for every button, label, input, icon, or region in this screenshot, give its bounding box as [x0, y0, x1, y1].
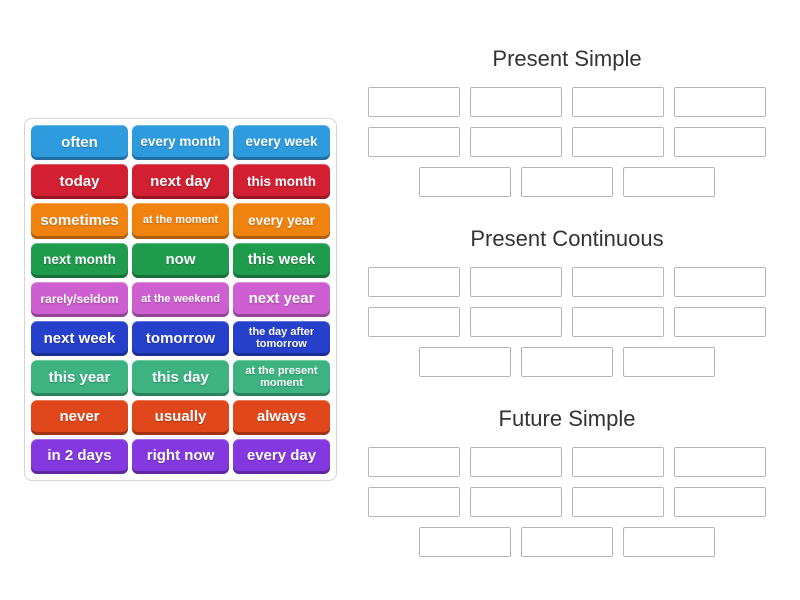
answer-slot[interactable]	[419, 167, 511, 197]
word-tile[interactable]: right now	[132, 438, 229, 474]
word-tile[interactable]: now	[132, 242, 229, 278]
word-tile[interactable]: at the weekend	[132, 281, 229, 318]
answer-slot[interactable]	[470, 447, 562, 477]
word-tile[interactable]: usually	[132, 399, 229, 435]
answer-slot[interactable]	[368, 87, 460, 117]
slot-row	[368, 127, 766, 157]
word-tile[interactable]: the day after tomorrow	[233, 321, 330, 357]
answer-slot[interactable]	[572, 307, 664, 337]
answer-slot[interactable]	[572, 447, 664, 477]
word-tile[interactable]: today	[31, 164, 128, 200]
answer-slot[interactable]	[521, 167, 613, 197]
group-title: Present Simple	[492, 46, 642, 71]
answer-slot[interactable]	[368, 487, 460, 517]
answer-slot[interactable]	[470, 267, 562, 297]
group-future-simple: Future Simple	[368, 404, 766, 557]
slot-row	[368, 527, 766, 557]
word-tile[interactable]: every week	[233, 125, 330, 161]
answer-slot[interactable]	[674, 127, 766, 157]
word-tile[interactable]: next year	[233, 281, 330, 318]
word-tile[interactable]: this year	[31, 360, 128, 396]
answer-slot[interactable]	[521, 347, 613, 377]
answer-slot[interactable]	[674, 487, 766, 517]
slot-row	[368, 307, 766, 337]
answer-slot[interactable]	[572, 487, 664, 517]
answer-slot[interactable]	[419, 527, 511, 557]
answer-slot[interactable]	[470, 87, 562, 117]
word-tile[interactable]: never	[31, 399, 128, 435]
answer-slot[interactable]	[674, 447, 766, 477]
group-present-continuous: Present Continuous	[368, 224, 766, 377]
word-tile[interactable]: this day	[132, 360, 229, 396]
word-tile[interactable]: next month	[31, 242, 128, 278]
word-tile[interactable]: sometimes	[31, 203, 128, 239]
slot-row	[368, 267, 766, 297]
answer-slot[interactable]	[470, 487, 562, 517]
word-tile[interactable]: rarely/seldom	[31, 281, 128, 318]
word-tile[interactable]: often	[31, 125, 128, 161]
word-tile[interactable]: every year	[233, 203, 330, 239]
answer-slot[interactable]	[674, 307, 766, 337]
slot-row	[368, 487, 766, 517]
word-tile[interactable]: in 2 days	[31, 438, 128, 474]
word-tile[interactable]: next week	[31, 321, 128, 357]
slot-row	[368, 87, 766, 117]
word-tile[interactable]: always	[233, 399, 330, 435]
word-tile[interactable]: this week	[233, 242, 330, 278]
group-title: Present Continuous	[470, 226, 664, 251]
word-tile[interactable]: at the moment	[132, 203, 229, 239]
answer-slot[interactable]	[368, 447, 460, 477]
answer-slot[interactable]	[470, 127, 562, 157]
answer-slot[interactable]	[623, 167, 715, 197]
answer-slot[interactable]	[674, 267, 766, 297]
slot-row	[368, 347, 766, 377]
group-present-simple: Present Simple	[368, 44, 766, 197]
word-tile[interactable]: at the present moment	[233, 360, 330, 396]
answer-slot[interactable]	[368, 307, 460, 337]
answer-slot[interactable]	[521, 527, 613, 557]
word-tile[interactable]: next day	[132, 164, 229, 200]
answer-slot[interactable]	[368, 127, 460, 157]
answer-slot[interactable]	[674, 87, 766, 117]
slot-row	[368, 167, 766, 197]
answer-slot[interactable]	[623, 347, 715, 377]
answer-slot[interactable]	[572, 267, 664, 297]
word-tile[interactable]: tomorrow	[132, 321, 229, 357]
word-tile[interactable]: this month	[233, 164, 330, 200]
word-tile[interactable]: every month	[132, 125, 229, 161]
answer-slot[interactable]	[470, 307, 562, 337]
slot-row	[368, 447, 766, 477]
answer-slot[interactable]	[572, 87, 664, 117]
word-tile[interactable]: every day	[233, 438, 330, 474]
answer-slot[interactable]	[623, 527, 715, 557]
answer-slot[interactable]	[572, 127, 664, 157]
answer-slot[interactable]	[419, 347, 511, 377]
group-title: Future Simple	[498, 406, 636, 431]
answer-slot[interactable]	[368, 267, 460, 297]
